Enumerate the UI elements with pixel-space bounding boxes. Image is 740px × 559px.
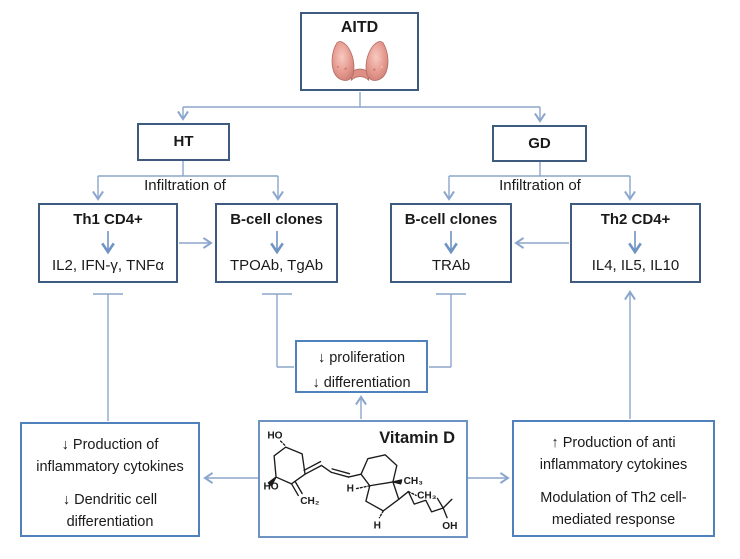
bcell-left-title: B-cell clones [230,211,323,228]
left-effect-line3: ↓ Dendritic cell [62,491,158,508]
right-effect-line1: ↑ Production of anti [551,435,676,451]
spacer [22,479,198,489]
gd-label: GD [528,135,551,152]
bcell-right-title: B-cell clones [404,211,498,228]
inflammatory-effect-node: ↓ Production of inflammatory cytokines ↓… [20,422,200,537]
aitd-node: AITD [300,12,419,91]
bcell-clones-left-node: B-cell clones TPOAb, TgAb [215,203,338,283]
molecule-ch2-label: CH₂ [300,496,319,507]
th1-cytokines: IL2, IFN-γ, TNFα [51,257,164,274]
prolif-line2: ↓ differentiation [312,374,411,391]
proliferation-differentiation-node: ↓ proliferation ↓ differentiation [295,340,428,393]
ht-label: HT [173,133,194,150]
calcitriol-structure-icon: HO HO CH₂ H CH₃ CH₃ H OH [263,430,457,532]
left-effect-line4: differentiation [66,514,154,531]
th2-title: Th2 CD4+ [600,211,671,228]
bcell-clones-right-node: B-cell clones TRAb [390,203,512,283]
infiltration-right-label: Infiltration of [499,177,581,194]
molecule-ho-top-label: HO [267,430,282,441]
left-effect-line1: ↓ Production of [61,437,159,453]
th2-cd4-node: Th2 CD4+ IL4, IL5, IL10 [570,203,701,283]
anti-inflammatory-effect-node: ↑ Production of anti inflammatory cytoki… [512,420,715,537]
aitd-label: AITD [340,19,379,36]
vitamin-d-node: Vitamin D [258,420,468,538]
prolif-line1: ↓ proliferation [317,350,406,366]
molecule-h-bottom-label: H [374,520,381,531]
molecule-oh-label: OH [442,521,457,532]
vitamin-d-label: Vitamin D [379,429,455,447]
ht-node: HT [137,123,230,161]
th1-cd4-node: Th1 CD4+ IL2, IFN-γ, TNFα [38,203,178,283]
left-effect-line2: inflammatory cytokines [36,459,184,476]
infiltration-left-label: Infiltration of [144,177,226,194]
th2-cytokines: IL4, IL5, IL10 [591,257,680,274]
right-effect-line2: inflammatory cytokines [539,457,688,474]
bcell-right-antibodies: TRAb [431,257,471,274]
thyroid-gland-icon [331,41,388,82]
right-effect-line3: Modulation of Th2 cell- [540,489,687,506]
molecule-ch3-chain-label: CH₃ [417,490,437,501]
molecule-h-mid-label: H [347,484,354,495]
gd-node: GD [492,125,587,162]
spacer [514,477,713,487]
bcell-left-antibodies: TPOAb, TgAb [229,257,324,274]
th1-title: Th1 CD4+ [73,211,143,228]
right-effect-line4: mediated response [551,512,676,529]
molecule-ch3-ring-label: CH₃ [404,476,424,487]
molecule-ho-bottom-label: HO [263,482,278,493]
